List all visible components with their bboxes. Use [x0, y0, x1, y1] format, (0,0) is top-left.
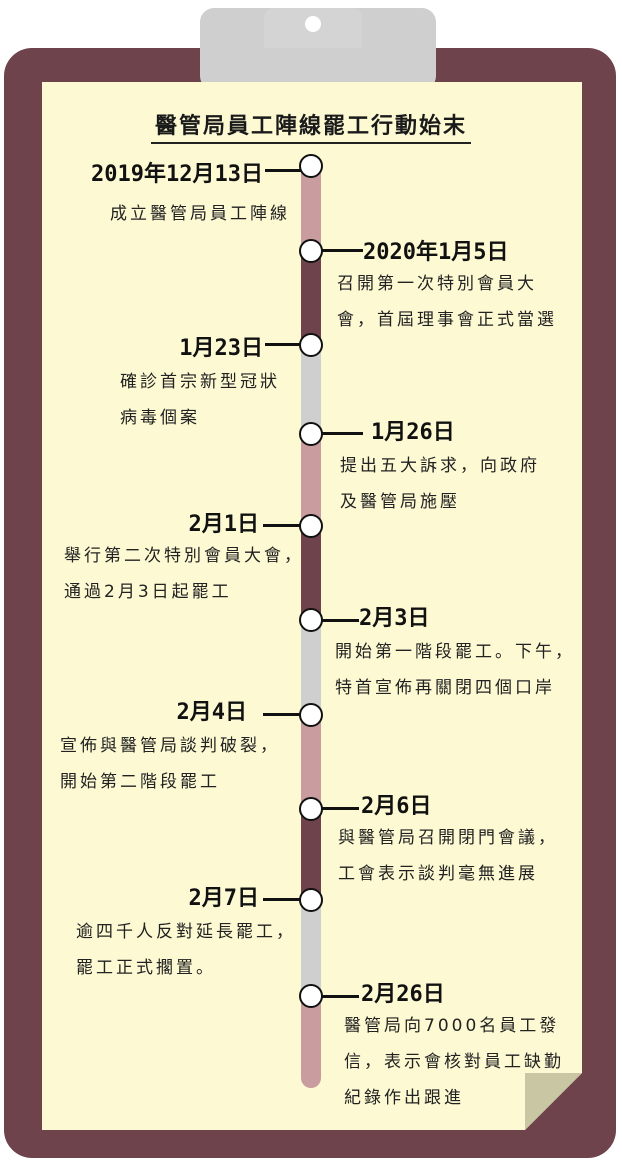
timeline-node	[299, 154, 323, 178]
timeline-connector	[265, 343, 301, 346]
event-description-line: 通過2月3日起罷工	[64, 582, 232, 602]
timeline-node	[299, 703, 323, 727]
event-description-line: 與醫管局召開閉門會議，	[338, 828, 558, 848]
event-description-line: 信，表示會核對員工缺勤	[344, 1052, 564, 1072]
timeline-segment	[301, 346, 321, 436]
event-description-line: 紀錄作出跟進	[344, 1088, 464, 1108]
timeline-connector	[321, 432, 363, 435]
page-title: 醫管局員工陣線罷工行動始末	[0, 108, 622, 144]
timeline-connector	[263, 713, 301, 716]
timeline-segment	[301, 810, 321, 902]
timeline-node	[299, 984, 323, 1008]
event-description-line: 特首宣佈再關閉四個口岸	[335, 678, 555, 698]
title-text: 醫管局員工陣線罷工行動始末	[150, 113, 471, 144]
event-description-line: 開始第二階段罷工	[60, 772, 220, 792]
timeline-connector	[265, 169, 301, 172]
event-date: 2月3日	[359, 606, 430, 631]
timeline-segment	[301, 620, 321, 716]
event-description: 成立醫管局員工陣線	[110, 196, 290, 232]
timeline-segment	[301, 902, 321, 998]
event-description: 舉行第二次特別會員大會， 通過2月3日起罷工	[64, 538, 304, 610]
event-description-line: 醫管局向7000名員工發	[344, 1016, 560, 1036]
timeline-cap-bottom	[301, 1078, 321, 1088]
timeline-segment	[301, 436, 321, 528]
event-date: 1月23日	[179, 336, 263, 361]
event-description-line: 及醫管局施壓	[340, 492, 460, 512]
timeline-segment	[301, 998, 321, 1078]
timeline-connector	[321, 807, 359, 810]
timeline-node	[299, 422, 323, 446]
event-description: 逾四千人反對延長罷工， 罷工正式擱置。	[76, 914, 296, 986]
event-date: 1月26日	[371, 420, 455, 445]
event-date: 2月4日	[176, 700, 248, 725]
timeline-node	[299, 239, 323, 263]
event-description-line: 成立醫管局員工陣線	[110, 204, 290, 224]
timeline-segment	[301, 176, 321, 252]
event-date: 2月6日	[361, 794, 432, 819]
timeline-connector	[263, 898, 301, 901]
event-description-line: 宣佈與醫管局談判破裂，	[60, 736, 280, 756]
event-date: 2月26日	[361, 982, 445, 1007]
event-description-line: 病毒個案	[120, 408, 200, 428]
event-description: 提出五大訴求，向政府 及醫管局施壓	[340, 448, 540, 520]
timeline-connector	[321, 995, 359, 998]
event-description-line: 提出五大訴求，向政府	[340, 456, 540, 476]
event-description-line: 罷工正式擱置。	[76, 958, 216, 978]
event-description: 醫管局向7000名員工發 信，表示會核對員工缺勤 紀錄作出跟進	[344, 1008, 564, 1116]
timeline-node	[299, 514, 323, 538]
clipboard-clip-hole	[305, 16, 321, 32]
timeline-node	[299, 797, 323, 821]
event-date: 2019年12月13日	[91, 162, 263, 187]
event-description: 召開第一次特別會員大 會，首屆理事會正式當選	[337, 266, 557, 338]
event-description-line: 會，首屆理事會正式當選	[337, 310, 557, 330]
timeline-segment	[301, 528, 321, 620]
event-description-line: 工會表示談判毫無進展	[338, 864, 538, 884]
event-description: 與醫管局召開閉門會議， 工會表示談判毫無進展	[338, 820, 558, 892]
event-description-line: 逾四千人反對延長罷工，	[76, 922, 296, 942]
event-date: 2月7日	[188, 886, 260, 911]
timeline-segment	[301, 252, 321, 346]
event-description: 宣佈與醫管局談判破裂， 開始第二階段罷工	[60, 728, 280, 800]
event-description-line: 舉行第二次特別會員大會，	[64, 546, 304, 566]
event-date: 2月1日	[188, 512, 260, 537]
event-description-line: 開始第一階段罷工。下午，	[335, 642, 575, 662]
timeline-node	[299, 333, 323, 357]
timeline-connector	[263, 524, 301, 527]
timeline-segment	[301, 716, 321, 810]
event-description-line: 召開第一次特別會員大	[337, 274, 537, 294]
page-fold-corner	[525, 1073, 582, 1130]
timeline-node	[299, 888, 323, 912]
timeline-connector	[321, 619, 359, 622]
event-date: 2020年1月5日	[363, 240, 509, 265]
event-description: 確診首宗新型冠狀 病毒個案	[120, 364, 280, 436]
timeline-node	[299, 608, 323, 632]
event-description: 開始第一階段罷工。下午， 特首宣佈再關閉四個口岸	[335, 634, 575, 706]
timeline-connector	[321, 249, 363, 252]
event-description-line: 確診首宗新型冠狀	[120, 372, 280, 392]
